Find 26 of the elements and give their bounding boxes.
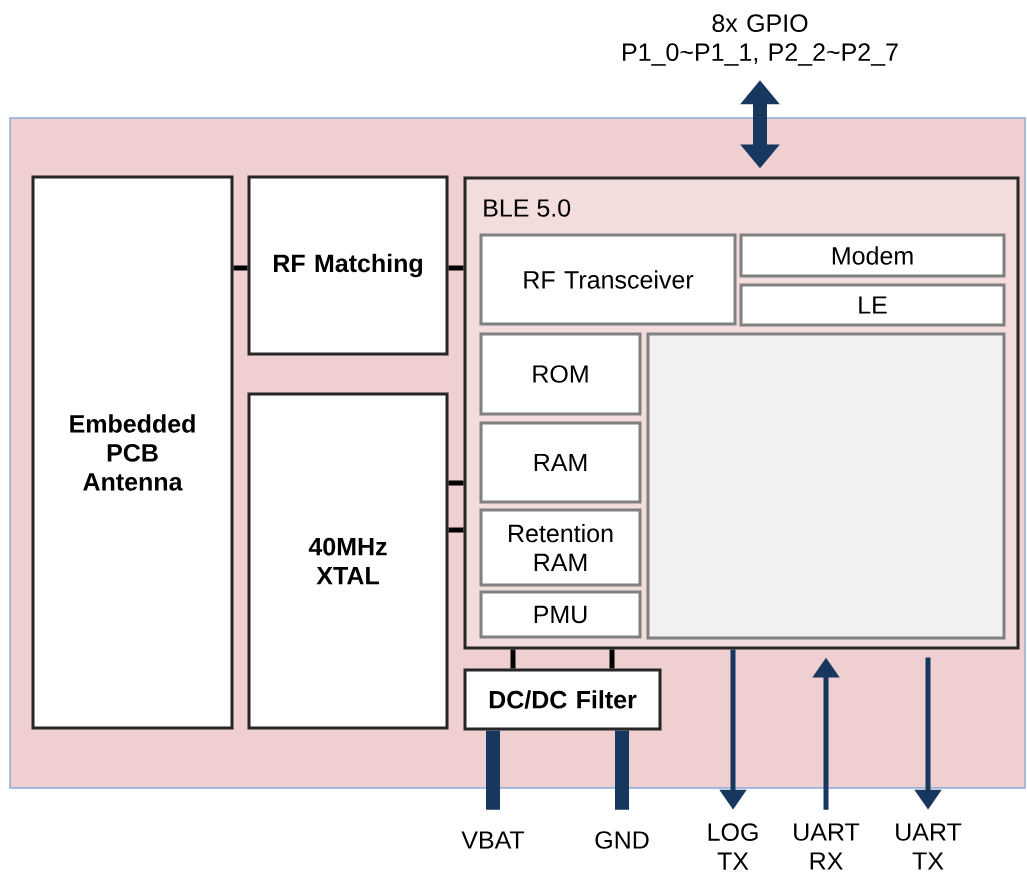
pin-label: LOG TX bbox=[708, 823, 758, 870]
pin-label: UART TX bbox=[896, 823, 962, 870]
block-box: RAM bbox=[479, 421, 642, 504]
power-line bbox=[486, 730, 500, 810]
connector-line bbox=[448, 480, 464, 486]
matching-box: RF Matching bbox=[247, 175, 449, 356]
power-line bbox=[615, 730, 629, 810]
block-box: Retention RAM bbox=[479, 508, 642, 587]
block-box: PMU bbox=[479, 590, 642, 639]
processor-box bbox=[646, 332, 1006, 640]
block-box: LE bbox=[739, 283, 1006, 327]
block-box: ROM bbox=[479, 332, 642, 416]
filter-box: DC/DC Filter bbox=[463, 668, 662, 731]
pin-label: UART RX bbox=[794, 823, 860, 870]
crystal-box: 40MHz XTAL bbox=[247, 392, 449, 730]
block-box: Modem bbox=[739, 233, 1006, 278]
pin-label: VBAT bbox=[461, 831, 525, 849]
connector-line bbox=[609, 649, 615, 669]
block-box: RF Transceiver bbox=[479, 233, 737, 326]
connector-line bbox=[233, 265, 248, 271]
connector-line bbox=[448, 265, 464, 271]
pin-label: GND bbox=[595, 831, 649, 849]
connector-line bbox=[448, 527, 464, 533]
connector-line bbox=[510, 649, 516, 669]
pin-label: 8x GPIO P1_0~P1_1, P2_2~P2_7 bbox=[623, 14, 898, 66]
antenna-box: Embedded PCB Antenna bbox=[31, 175, 234, 730]
